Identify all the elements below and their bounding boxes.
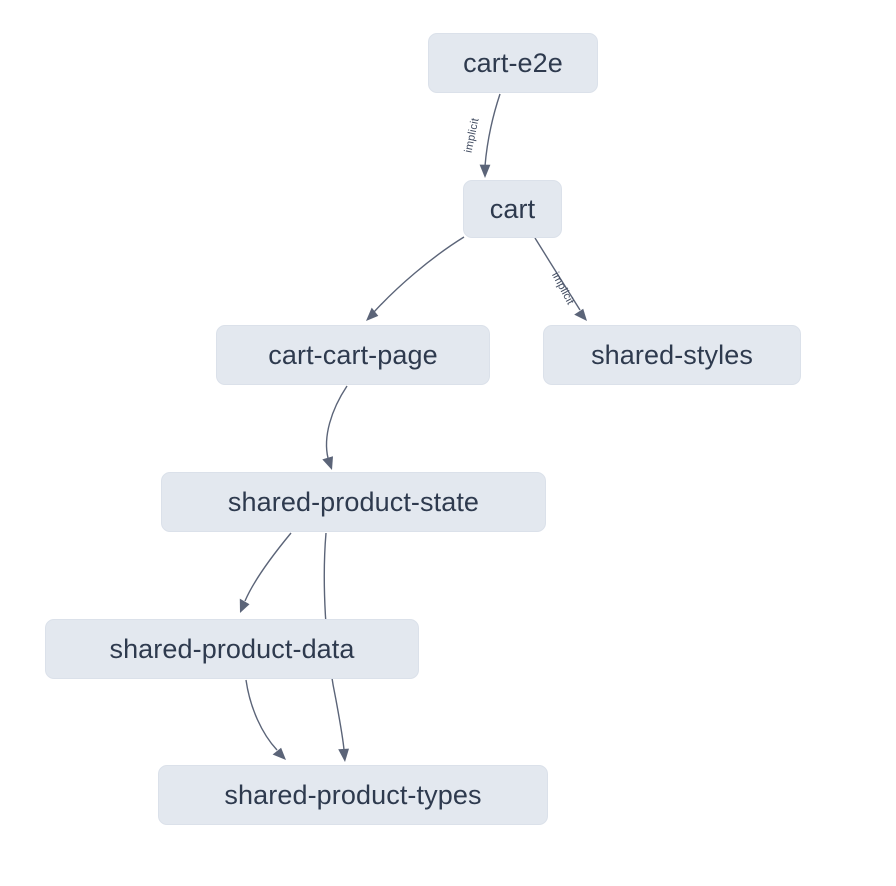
edge-label-implicit-2: implicit — [549, 270, 576, 307]
graph-node-label: shared-product-state — [227, 486, 480, 517]
edge-path — [534, 237, 581, 311]
edge-arrowhead — [239, 598, 250, 613]
edge-arrowhead — [272, 747, 286, 760]
graph-node-label: cart-cart-page — [268, 339, 438, 370]
graph-node-cart-cart-page[interactable]: cart-cart-page — [216, 325, 490, 385]
edge-arrowhead — [338, 748, 349, 762]
graph-node-label: cart — [489, 193, 536, 224]
graph-node-shared-styles[interactable]: shared-styles — [543, 325, 801, 385]
edge-cart-e2e-to-cart: implicit — [463, 93, 501, 178]
edge-path — [373, 236, 465, 313]
edge-path — [245, 679, 278, 751]
edge-path — [244, 532, 292, 602]
edge-shared-product-state-to-shared-product-data — [239, 532, 292, 613]
edge-label-implicit-1: implicit — [463, 117, 482, 154]
graph-node-label: shared-product-types — [224, 779, 482, 810]
edge-cart-to-shared-styles: implicit — [534, 237, 587, 321]
edge-arrowhead — [322, 456, 333, 470]
edge-path — [484, 93, 501, 167]
graph-node-label: cart-e2e — [463, 47, 563, 78]
graph-node-label: shared-product-data — [109, 633, 355, 664]
edge-arrowhead — [574, 308, 587, 321]
edge-arrowhead — [366, 307, 379, 321]
graph-node-cart[interactable]: cart — [463, 180, 562, 238]
graph-node-shared-product-data[interactable]: shared-product-data — [45, 619, 419, 679]
graph-node-shared-product-types[interactable]: shared-product-types — [158, 765, 548, 825]
edge-cart-to-cart-cart-page — [366, 236, 465, 321]
edge-shared-product-data-to-shared-product-types — [245, 679, 286, 760]
graph-node-shared-product-state[interactable]: shared-product-state — [161, 472, 546, 532]
edge-cart-cart-page-to-shared-product-state — [322, 385, 348, 470]
graph-node-cart-e2e[interactable]: cart-e2e — [428, 33, 598, 93]
edge-arrowhead — [479, 164, 491, 178]
edge-path — [325, 385, 348, 459]
graph-node-label: shared-styles — [591, 339, 753, 370]
